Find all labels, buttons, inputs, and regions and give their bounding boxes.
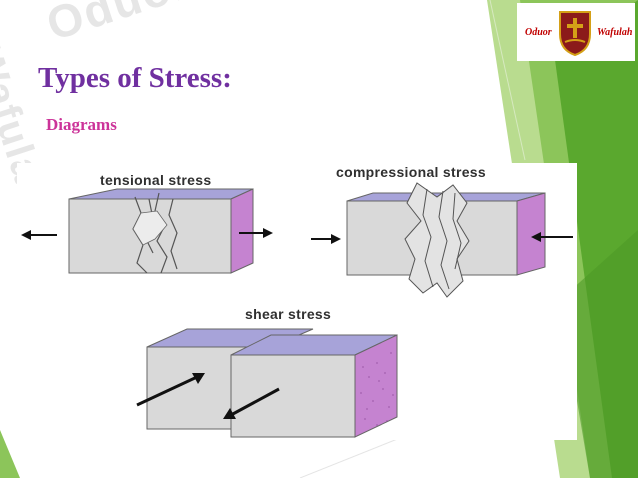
compressional-block <box>346 182 546 298</box>
deco-line-1 <box>489 0 526 161</box>
compressional-side-face <box>516 192 546 276</box>
compressional-stress-label: compressional stress <box>336 164 486 180</box>
tensional-arrow-left <box>21 230 57 240</box>
logo-right-text: Wafulah <box>597 27 633 38</box>
slide-subtitle: Diagrams <box>46 115 117 134</box>
shear-arrow-down <box>223 387 280 419</box>
compressional-fold-lines <box>422 188 462 290</box>
stress-diagram <box>17 163 577 440</box>
tensional-fracture-fill <box>132 210 168 246</box>
shear-front-side-face <box>354 334 398 438</box>
tensional-side-face <box>230 188 254 274</box>
shear-block-front <box>230 334 398 438</box>
shear-side-texture <box>360 352 394 426</box>
green-corner-small <box>0 430 20 478</box>
slide-title: Types of Stress: <box>38 62 232 94</box>
crest-icon <box>559 11 591 56</box>
tensional-stress-label: tensional stress <box>100 172 212 188</box>
compressional-arrow-left <box>311 234 341 244</box>
logo-left-text: Oduor <box>525 27 552 38</box>
shear-arrow-up <box>136 373 205 407</box>
shear-front-front-face <box>230 354 356 438</box>
tensional-arrow-right <box>239 228 273 238</box>
tensional-block <box>68 188 254 274</box>
logo: Oduor Wafulah <box>517 3 635 61</box>
compressional-folds <box>404 182 470 298</box>
green-triangle <box>560 230 638 478</box>
shear-stress-label: shear stress <box>245 306 332 322</box>
compressional-arrow-right <box>531 232 573 242</box>
